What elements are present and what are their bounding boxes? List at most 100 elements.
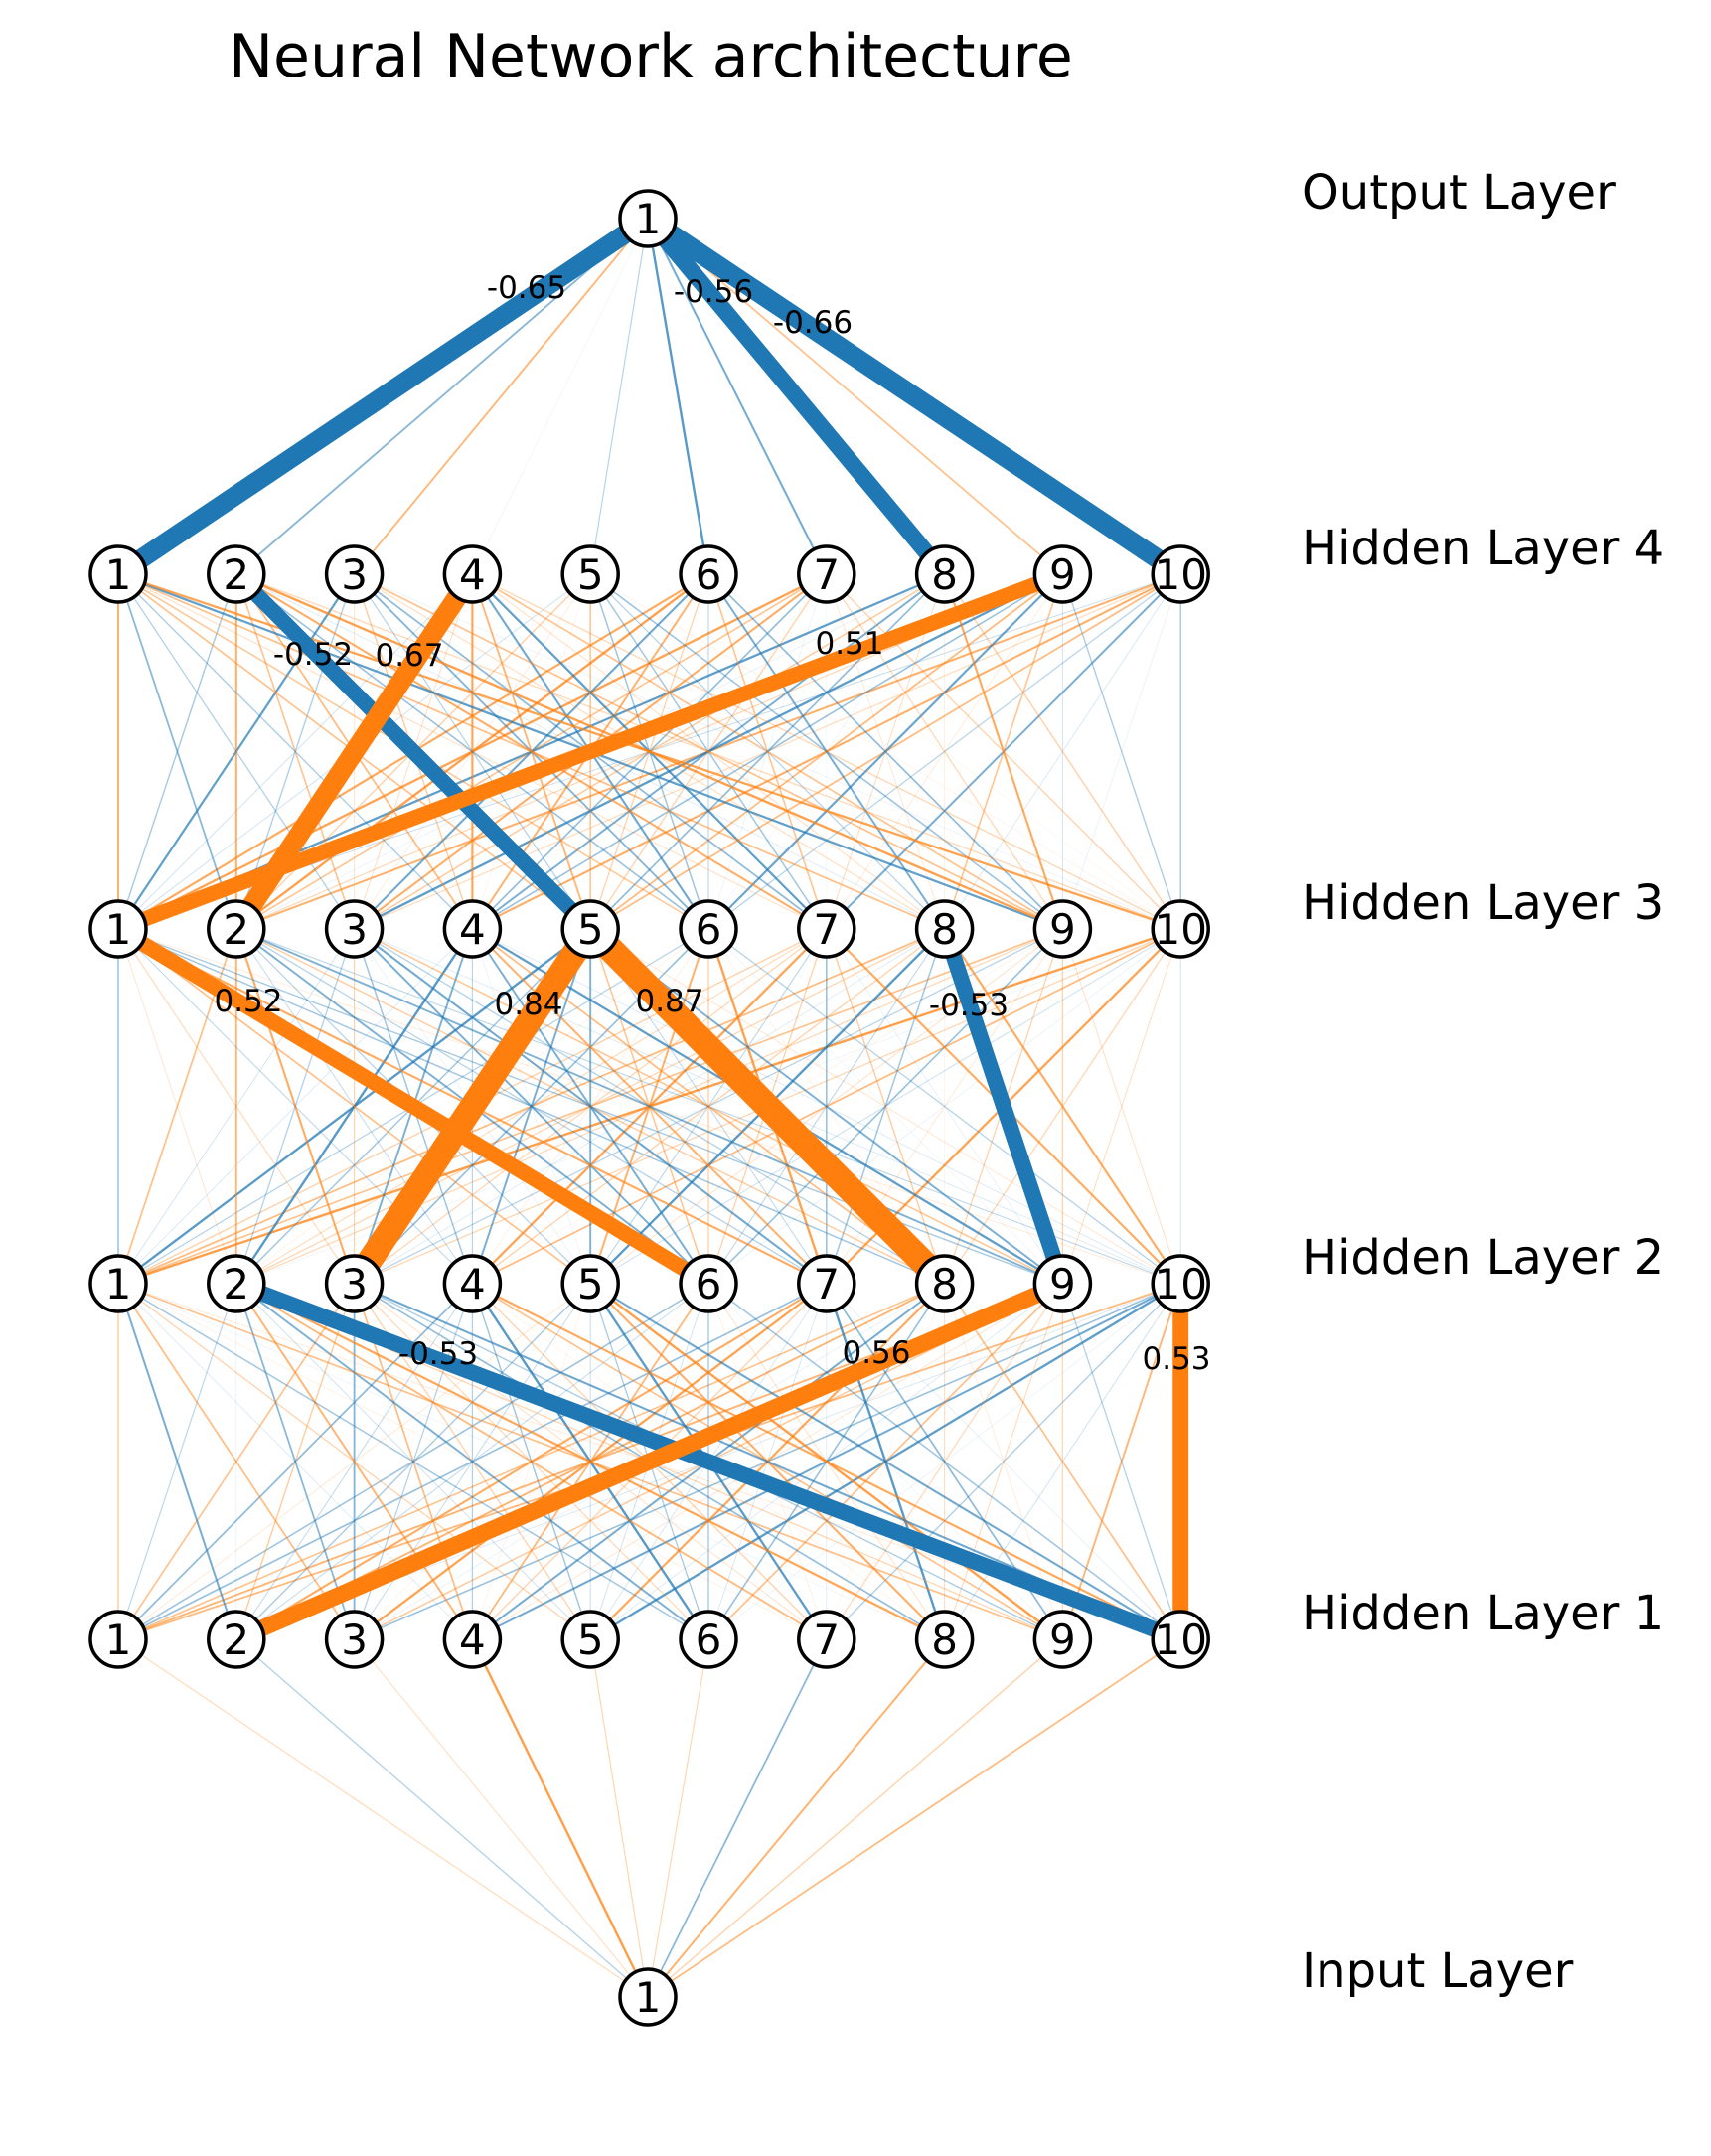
neuron-node: 7: [797, 1610, 856, 1669]
connection-line: [234, 1283, 356, 1640]
neuron-circle: [324, 899, 385, 959]
neuron-node: 10: [1151, 1610, 1210, 1669]
diagram-title: Neural Network architecture: [229, 22, 1073, 91]
connection-line: [117, 1283, 827, 1640]
neuron-label: 4: [459, 1616, 486, 1664]
connection-line: [707, 573, 1181, 930]
neuron-label: 2: [223, 550, 249, 599]
connection-line: [235, 1283, 828, 1640]
neuron-node: 1: [88, 544, 148, 604]
connection-line: [234, 1283, 474, 1640]
connection-line: [235, 573, 1181, 930]
connection-line: [647, 1638, 946, 1998]
neuron-circle: [679, 1254, 738, 1313]
connection-line: [826, 928, 946, 1285]
strong-connection-line: [112, 210, 654, 583]
neuron-label: 5: [577, 905, 604, 954]
neuron-node: 3: [324, 1610, 385, 1669]
weight-label: 0.53: [1142, 1341, 1210, 1377]
neuron-circle: [914, 1254, 975, 1313]
neuron-node: 3: [324, 1254, 385, 1313]
weight-label: -0.53: [398, 1336, 478, 1372]
connection-line: [471, 573, 1063, 930]
neuron-node: 8: [914, 899, 975, 959]
connection-line: [117, 928, 591, 1285]
layer-label: Hidden Layer 2: [1302, 1230, 1664, 1286]
connection-line: [647, 1638, 828, 1998]
connection-line: [117, 928, 1063, 1285]
neuron-label: 5: [577, 1616, 604, 1664]
connection-line: [354, 1638, 649, 1998]
neuron-circle: [442, 899, 503, 959]
strong-connection-line: [580, 919, 954, 1294]
neuron-circle: [914, 544, 975, 604]
neuron-label: 2: [223, 1616, 249, 1664]
neuron-circle: [618, 189, 678, 248]
connection-line: [472, 928, 1181, 1285]
connection-line: [117, 1283, 1063, 1640]
neuron-node: 9: [1032, 1254, 1093, 1313]
connection-line: [353, 218, 649, 575]
connection-line: [471, 1283, 1181, 1640]
connection-line: [707, 928, 1063, 1285]
strong-connection-line: [642, 210, 1186, 583]
connection-line: [117, 1283, 709, 1640]
neuron-label: 8: [931, 905, 958, 954]
neuron-node: 9: [1032, 544, 1093, 604]
neuron-circle: [914, 899, 975, 959]
connection-line: [647, 1638, 1063, 1998]
neuron-circle: [207, 1254, 266, 1313]
weight-label: -0.52: [273, 637, 353, 673]
connection-line: [943, 573, 1064, 930]
neuron-label: 10: [1154, 1260, 1206, 1309]
neuron-circle: [88, 1254, 148, 1313]
neuron-circle: [560, 899, 620, 959]
connection-line: [117, 928, 356, 1285]
neuron-circle: [560, 544, 620, 604]
strong-connection-line: [641, 213, 952, 580]
neuron-label: 3: [341, 905, 368, 954]
neuron-node: 4: [442, 1254, 503, 1313]
neuron-circle: [324, 1254, 385, 1313]
neuron-circle: [207, 1610, 266, 1669]
neuron-label: 3: [341, 550, 368, 599]
neuron-circle: [207, 899, 266, 959]
connection-line: [117, 1283, 356, 1640]
neuron-node: 9: [1032, 899, 1093, 959]
neuron-node: 7: [797, 899, 856, 959]
neuron-node: 7: [797, 544, 856, 604]
strong-connection-line: [113, 922, 713, 1291]
connection-line: [589, 1638, 649, 1998]
neuron-label: 2: [223, 1260, 249, 1309]
connection-line: [944, 573, 1181, 930]
neuron-label: 1: [105, 550, 132, 599]
neuron-node: 10: [1151, 1254, 1210, 1313]
neuron-label: 9: [1049, 1260, 1076, 1309]
layer-label: Hidden Layer 1: [1302, 1586, 1664, 1641]
connection-line: [354, 573, 1181, 930]
neuron-node: 6: [679, 1254, 738, 1313]
connection-line: [117, 928, 473, 1285]
weight-label: 0.51: [815, 626, 883, 662]
connection-line: [117, 573, 237, 930]
neuron-label: 9: [1049, 1616, 1076, 1664]
connection-line: [235, 1283, 591, 1640]
neuron-circle: [797, 899, 856, 959]
neuron-node: 2: [207, 1254, 266, 1313]
neuron-label: 8: [931, 1260, 958, 1309]
connection-line: [647, 1638, 709, 1998]
neuron-circle: [679, 899, 738, 959]
neuron-node: 5: [560, 899, 620, 959]
connection-line: [234, 928, 356, 1285]
connection-line: [826, 573, 1063, 930]
neuron-node: 5: [560, 1254, 620, 1313]
connection-line: [472, 573, 1181, 930]
connection-line: [235, 1283, 709, 1640]
weight-label: 0.67: [375, 638, 443, 674]
neuron-node: 10: [1151, 544, 1210, 604]
neuron-circle: [797, 544, 856, 604]
neuron-label: 8: [931, 1616, 958, 1664]
